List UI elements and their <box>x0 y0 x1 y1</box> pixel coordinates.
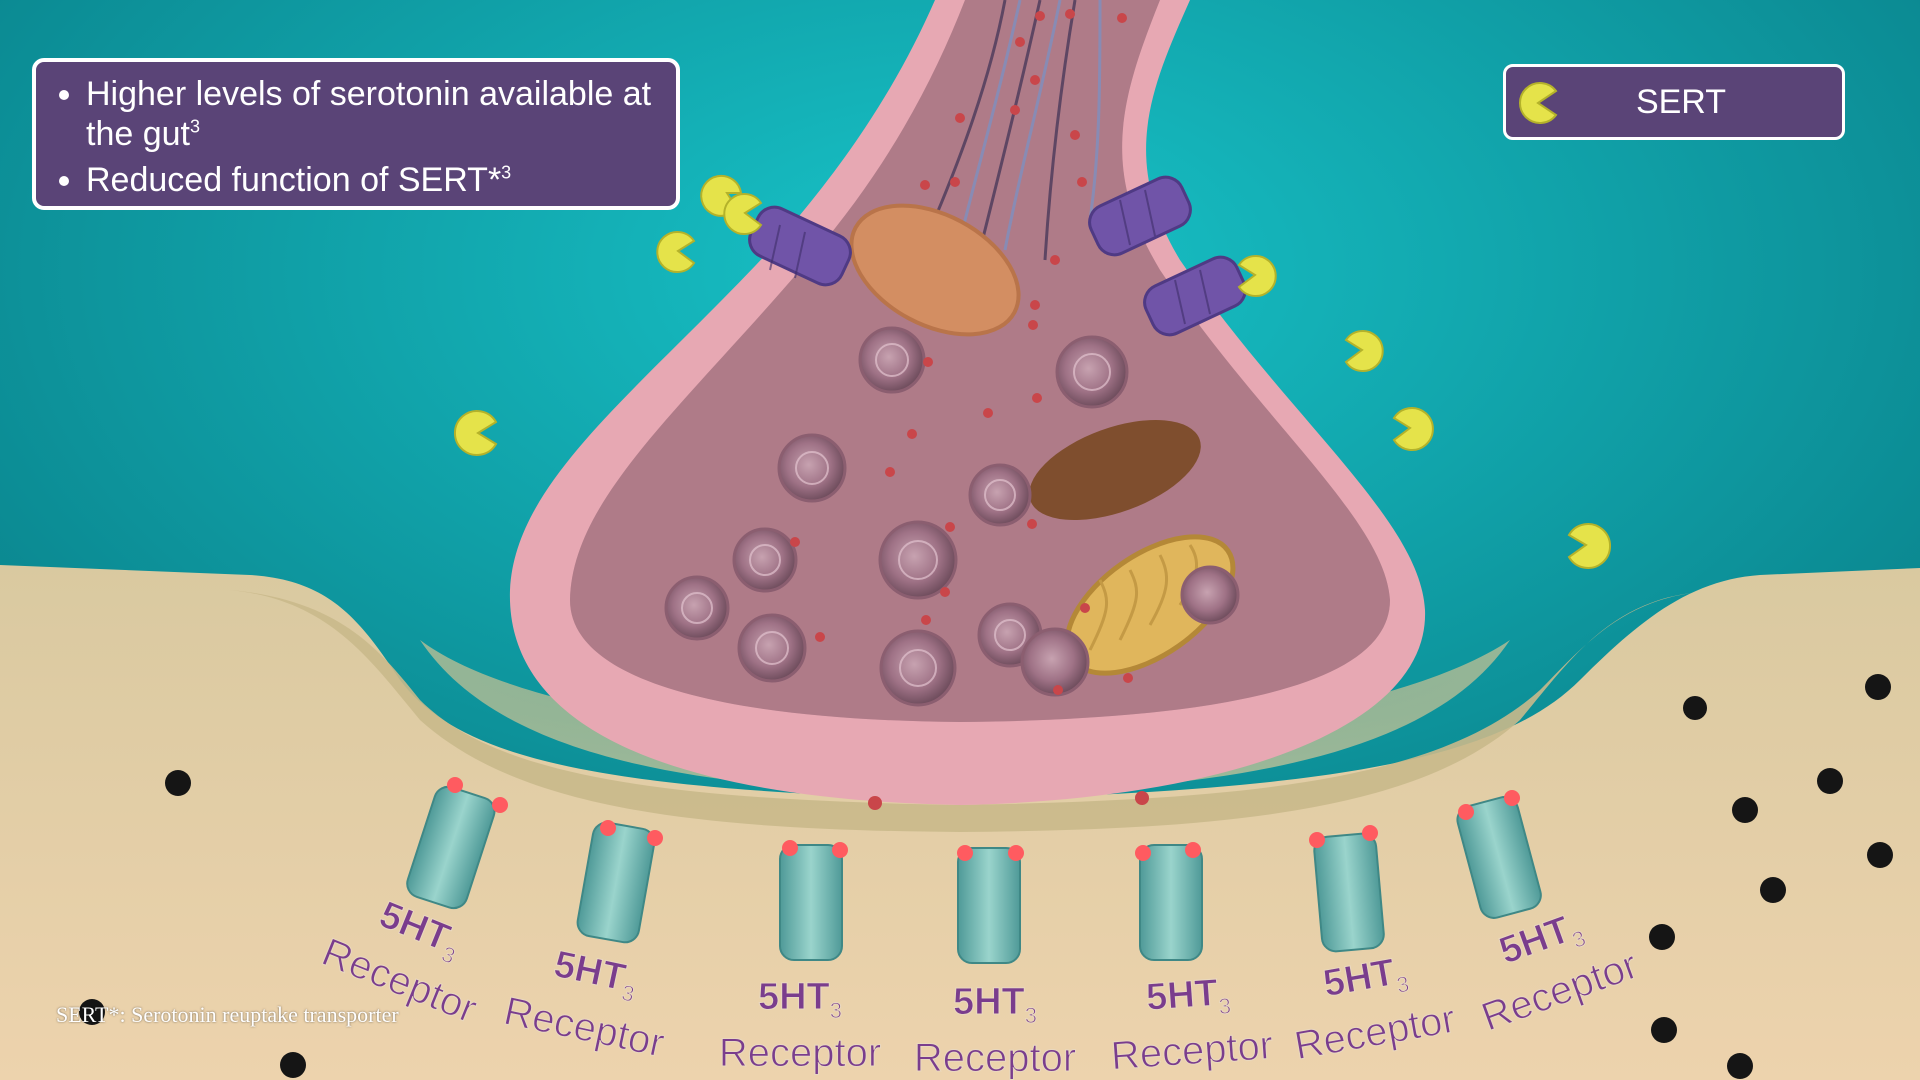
tissue-particles <box>79 674 1893 1079</box>
sert-pacman-icon <box>1519 82 1558 124</box>
receptor-label: 5HT3 Receptor <box>913 981 1077 1080</box>
receptor-label: 5HT3 Receptor <box>718 976 882 1075</box>
serotonin-molecules <box>790 9 1149 810</box>
info-bullet-list: Higher levels of serotonin available at … <box>56 74 656 200</box>
receptor-label: 5HT3 Receptor <box>1109 972 1275 1079</box>
legend-label: SERT <box>1635 83 1727 121</box>
sert-pacman-icons <box>453 174 1612 569</box>
sert-transporters <box>748 175 1247 337</box>
mitochondrion <box>1029 419 1201 521</box>
footnote: SERT*: Serotonin reuptake transporter <box>56 1002 399 1027</box>
info-box: Higher levels of serotonin available at … <box>32 58 680 210</box>
info-bullet: Reduced function of SERT*3 <box>86 160 656 200</box>
info-bullet: Higher levels of serotonin available at … <box>86 74 656 154</box>
synaptic-vesicles <box>664 326 1240 707</box>
legend-box: SERT <box>1503 64 1845 140</box>
mitochondrion <box>849 203 1021 337</box>
receptor-channels <box>406 785 1542 964</box>
